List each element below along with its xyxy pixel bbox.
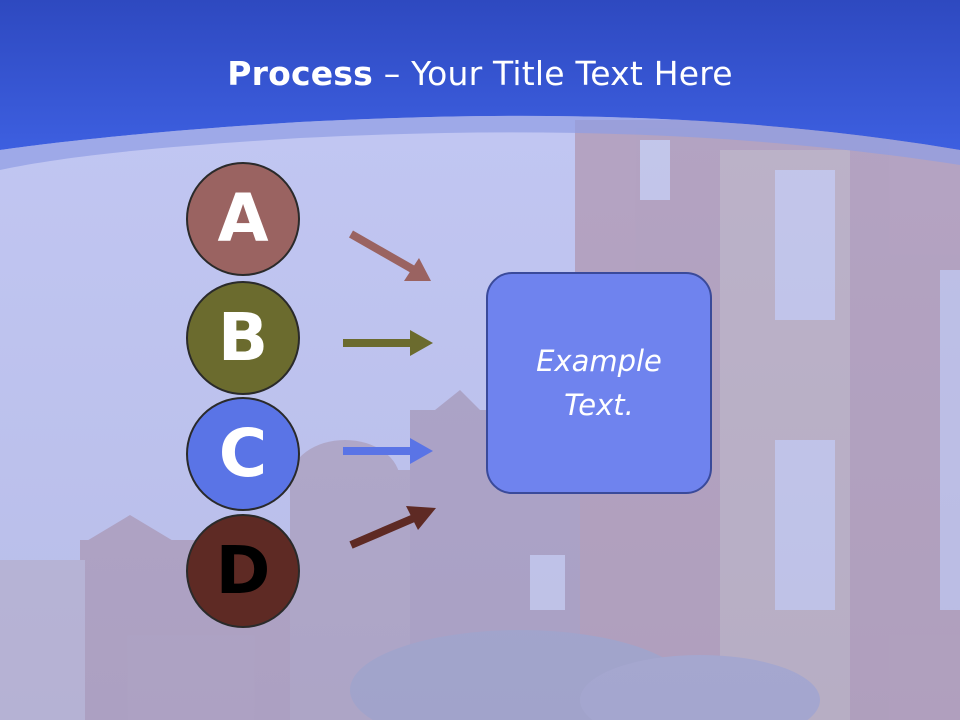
step-c-circle: C — [186, 397, 300, 511]
arrow-d-head — [406, 506, 436, 530]
slide-title: Process – Your Title Text Here — [0, 52, 960, 96]
arrow-a-shaft — [349, 230, 416, 274]
step-d-circle: D — [186, 514, 300, 628]
arrow-a — [349, 230, 431, 281]
step-a-circle: A — [186, 162, 300, 276]
arrow-c-head — [410, 438, 433, 464]
title-text: Your Title Text Here — [411, 54, 733, 93]
target-box-text: Example Text. — [536, 344, 662, 422]
step-d-label: D — [215, 532, 271, 609]
step-a-label: A — [217, 180, 269, 257]
title-separator: – — [383, 54, 401, 93]
target-box: Example Text. — [486, 272, 712, 494]
title-bold: Process — [227, 54, 373, 93]
arrow-a-head — [404, 258, 431, 281]
arrow-b — [343, 330, 433, 356]
arrow-d-shaft — [349, 514, 416, 549]
step-c-label: C — [218, 415, 268, 492]
step-b-circle: B — [186, 281, 300, 395]
arrow-b-head — [410, 330, 433, 356]
arrow-c — [343, 438, 433, 464]
arrow-d — [349, 506, 436, 549]
step-b-label: B — [217, 299, 269, 376]
